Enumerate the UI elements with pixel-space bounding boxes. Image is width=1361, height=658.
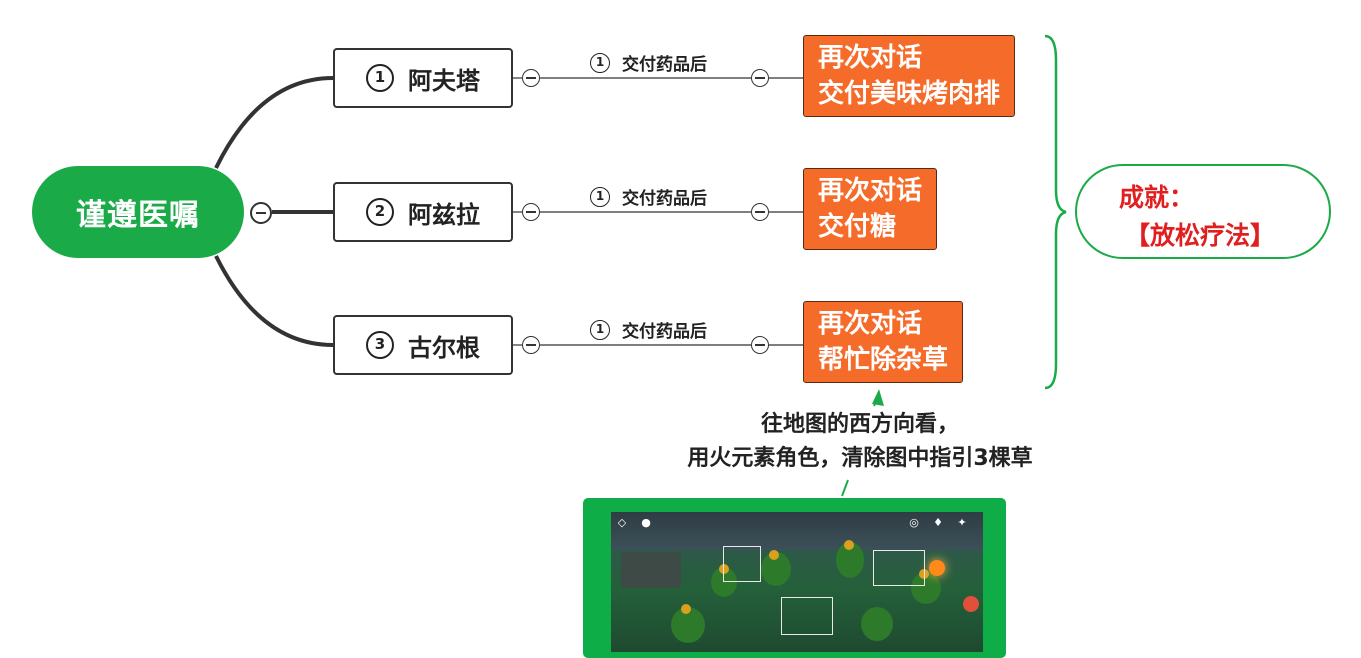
- game-scene-image: ◇ ● ◎ ♦ ✦: [611, 512, 983, 652]
- achievement-title: 成就：: [1119, 183, 1195, 212]
- leaf-3-line-1: 再次对话: [818, 309, 923, 339]
- hud-star-icon: ✦: [957, 516, 967, 529]
- edge-number-3: 1: [590, 319, 610, 340]
- edge-number-2: 1: [590, 186, 610, 207]
- edge-2-collapse-icon[interactable]: [751, 203, 769, 221]
- connector-root-branch-3: [214, 255, 334, 347]
- connector-root-branch-1: [214, 76, 334, 169]
- arrow-head-icon: [872, 389, 884, 406]
- leaf-3-line-2: 帮忙除杂草: [818, 345, 949, 375]
- weed-marker-3: [781, 597, 833, 635]
- branch-topic-3[interactable]: 3 古尔根: [333, 315, 513, 375]
- note-callout: 往地图的西方向看， 用火元素角色，清除图中指引3棵草: [600, 408, 1120, 476]
- leaf-topic-2[interactable]: 再次对话 交付糖: [803, 168, 938, 250]
- leaf-1-line-2: 交付美味烤肉排: [818, 79, 1001, 109]
- hud-button-icon: [963, 596, 979, 612]
- edge-text-3: 交付药品后: [622, 322, 707, 342]
- leaf-1-line-1: 再次对话: [818, 43, 923, 73]
- achievement-name: 【放松疗法】: [1125, 221, 1276, 250]
- root-topic[interactable]: 谨遵医嘱: [32, 166, 244, 258]
- note-connector-bottom: [841, 479, 849, 497]
- fire-effect: [929, 560, 945, 576]
- branch-topic-2[interactable]: 2 阿兹拉: [333, 182, 513, 242]
- leaf-topic-3[interactable]: 再次对话 帮忙除杂草: [803, 301, 964, 383]
- achievement-summary[interactable]: 成就： 【放松疗法】: [1075, 164, 1331, 259]
- branch-2-collapse-icon[interactable]: [522, 203, 540, 221]
- branch-number-2: 2: [366, 198, 394, 226]
- weed-marker-1: [723, 546, 761, 582]
- leaf-2-line-1: 再次对话: [818, 176, 923, 206]
- hud-compass-icon: ◎: [909, 516, 919, 529]
- hud-element-icon: ♦: [933, 516, 943, 529]
- root-collapse-icon[interactable]: [250, 202, 272, 224]
- note-line-2: 用火元素角色，清除图中指引3棵草: [687, 446, 1033, 471]
- edge-text-2: 交付药品后: [622, 189, 707, 209]
- leaf-topic-1[interactable]: 再次对话 交付美味烤肉排: [803, 35, 1016, 117]
- branch-label-1: 阿夫塔: [408, 66, 480, 95]
- branch-number-1: 1: [366, 64, 394, 92]
- edge-number-1: 1: [590, 52, 610, 73]
- summary-brace: [1044, 34, 1067, 390]
- edge-3-collapse-icon[interactable]: [751, 336, 769, 354]
- root-topic-label: 谨遵医嘱: [76, 198, 200, 233]
- hud-target-icon: ◇: [617, 516, 627, 529]
- branch-number-3: 3: [366, 331, 394, 359]
- branch-topic-1[interactable]: 1 阿夫塔: [333, 48, 513, 108]
- connector-lines: [214, 34, 1067, 497]
- branch-label-2: 阿兹拉: [408, 200, 480, 229]
- branch-label-3: 古尔根: [408, 333, 480, 362]
- edge-text-1: 交付药品后: [622, 55, 707, 75]
- edge-1-collapse-icon[interactable]: [751, 69, 769, 87]
- branch-1-collapse-icon[interactable]: [522, 69, 540, 87]
- edge-label-2: 1 交付药品后: [590, 184, 707, 209]
- edge-label-3: 1 交付药品后: [590, 317, 707, 342]
- note-line-1: 往地图的西方向看，: [760, 412, 959, 437]
- stone-block: [621, 552, 681, 588]
- leaf-2-line-2: 交付糖: [818, 212, 897, 242]
- branch-3-collapse-icon[interactable]: [522, 336, 540, 354]
- weed-marker-2: [873, 550, 925, 586]
- edge-label-1: 1 交付药品后: [590, 50, 707, 75]
- hud-info-icon: ●: [641, 516, 651, 529]
- game-screenshot: ◇ ● ◎ ♦ ✦: [583, 498, 1006, 658]
